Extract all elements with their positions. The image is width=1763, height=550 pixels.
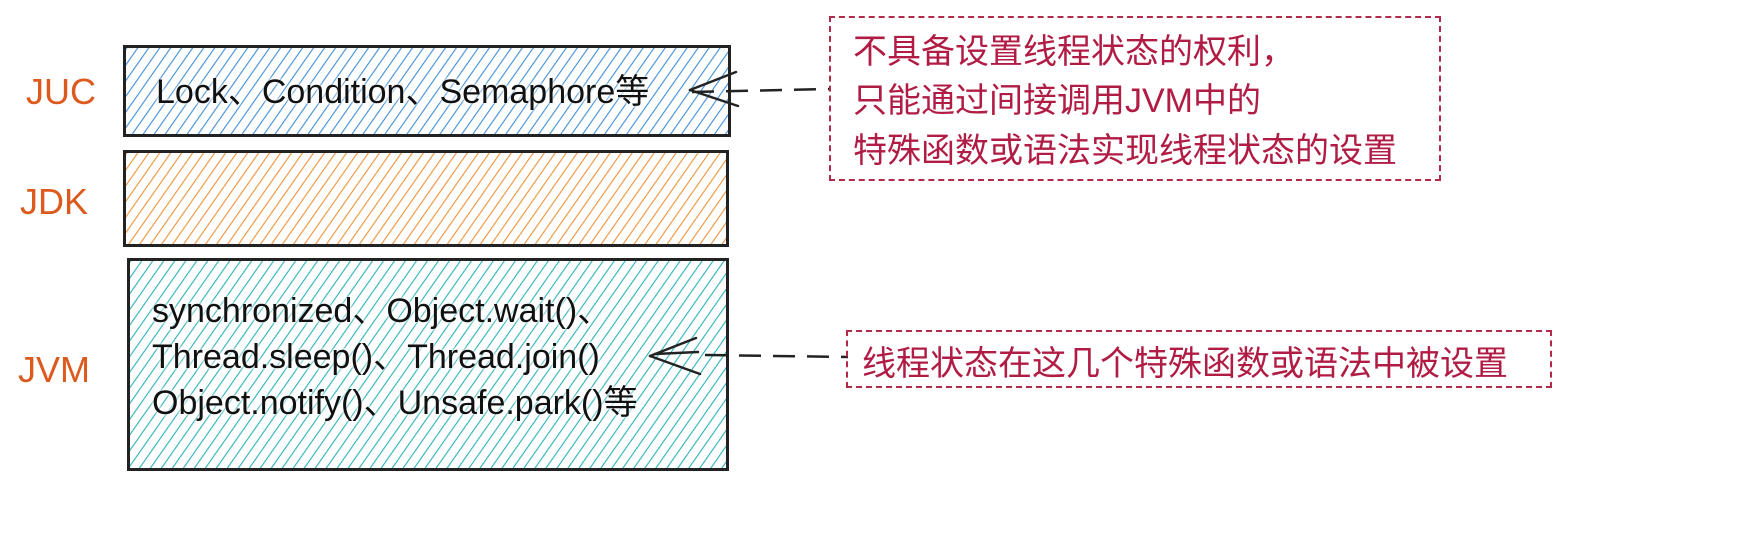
jdk-layer-label: JDK bbox=[20, 181, 89, 222]
jvm-layer-label: JVM bbox=[18, 349, 90, 390]
juc-layer-box: Lock、Condition、Semaphore等 bbox=[123, 45, 731, 137]
jvm-content-line: Object.notify()、Unsafe.park()等 bbox=[152, 383, 638, 422]
jvm-note-text: 线程状态在这几个特殊函数或语法中被设置 bbox=[862, 345, 1508, 383]
juc-note-line: 特殊函数或语法实现线程状态的设置 bbox=[853, 131, 1397, 170]
juc-note-line: 不具备设置线程状态的权利， bbox=[853, 33, 1295, 71]
jvm-hatch-fill bbox=[130, 261, 726, 468]
juc-note-line: 只能通过间接调用JVM中的 bbox=[853, 82, 1261, 121]
jvm-note-arrow bbox=[648, 336, 849, 376]
jvm-content-line: synchronized、Object.wait()、 bbox=[152, 292, 612, 330]
juc-note-arrow bbox=[688, 70, 831, 108]
jvm-layer-box: synchronized、Object.wait()、 Thread.sleep… bbox=[127, 258, 729, 471]
jvm-layer-content: synchronized、Object.wait()、 Thread.sleep… bbox=[152, 289, 638, 427]
jdk-layer-box bbox=[123, 150, 729, 247]
juc-note-box: 不具备设置线程状态的权利， 只能通过间接调用JVM中的 特殊函数或语法实现线程状… bbox=[829, 16, 1441, 181]
jvm-note-box: 线程状态在这几个特殊函数或语法中被设置 bbox=[846, 330, 1552, 388]
jvm-content-line: Thread.sleep()、Thread.join() bbox=[152, 337, 600, 376]
juc-hatch-fill bbox=[126, 48, 728, 134]
jdk-hatch-fill bbox=[126, 153, 726, 244]
juc-layer-label: JUC bbox=[26, 71, 96, 112]
juc-layer-content: Lock、Condition、Semaphore等 bbox=[156, 73, 650, 111]
